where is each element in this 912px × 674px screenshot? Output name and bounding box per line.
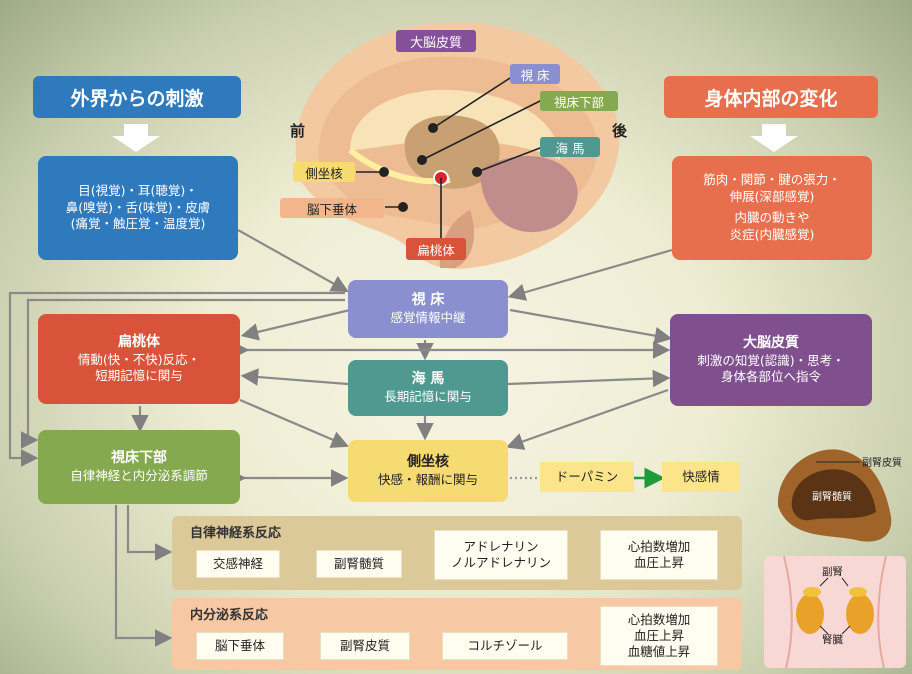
internal-line-2: 伸展(深部感覚) [729,189,815,205]
hippocampus-desc: 長期記憶に関与 [384,389,472,404]
cortex-node: 大脳皮質 刺激の知覚(認識)・思考・ 身体各部位へ指令 [670,314,872,406]
adrenaline-label: アドレナリン [463,538,539,554]
endocrine-result-box: 心拍数増加 血圧上昇 血糖値上昇 [600,606,718,666]
external-line-2: 鼻(嗅覚)・舌(味覚)・皮膚 [65,199,211,215]
amygdala-title: 扁桃体 [118,333,160,350]
hypothalamus-node: 視床下部 自律神経と内分泌系調節 [38,430,240,504]
adrenal-medulla-label: 副腎髄質 [812,492,852,503]
amygdala-node: 扁桃体 情動(快・不快)反応・ 短期記憶に関与 [38,314,240,404]
accumbens-title: 側坐核 [407,454,449,471]
cortex-desc-1: 刺激の知覚(認識)・思考・ [697,352,845,368]
external-stimulus-box: 目(視覚)・耳(聴覚)・ 鼻(嗅覚)・舌(味覚)・皮膚 (痛覚・触圧覚・温度覚) [38,156,238,260]
autonomic-result-1: 心拍数増加 [627,538,691,554]
autonomic-result-2: 血圧上昇 [633,555,684,570]
internal-line-4: 炎症(内臓感覚) [729,226,815,242]
thalamus-desc: 感覚情報中継 [390,310,466,325]
brain-front-label: 前 [290,122,306,140]
brain-label-hippocampus: 海 馬 [540,137,600,157]
internal-change-header: 身体内部の変化 [664,76,878,118]
kidney-label: 腎臓 [822,634,843,646]
endocrine-result-2: 血圧上昇 [633,627,684,643]
down-arrow-left [112,124,160,152]
adrenal-cortex-box: 副腎皮質 [320,632,410,660]
external-stimulus-header: 外界からの刺激 [33,76,241,118]
pituitary-box: 脳下垂体 [196,632,284,660]
sympathetic-box: 交感神経 [196,550,280,578]
dopamine-box: ドーパミン [540,462,634,492]
hypothalamus-desc: 自律神経と内分泌系調節 [70,468,208,483]
pleasure-box: 快感情 [662,462,740,492]
brain-label-thalamus: 視 床 [510,64,560,84]
brain-label-cortex: 大脳皮質 [396,30,476,52]
brain-label-hypothalamus: 視床下部 [540,91,618,111]
brain-label-amygdala: 扁桃体 [406,238,466,260]
brain-back-label: 後 [612,122,628,140]
internal-change-box: 筋肉・関節・腱の張力・ 伸展(深部感覚) 内臓の動きや 炎症(内臓感覚) [672,156,872,260]
adrenal-medulla-box: 副腎髄質 [316,550,402,578]
external-line-3: (痛覚・触圧覚・温度覚) [70,216,206,232]
endocrine-result-1: 心拍数増加 [627,611,691,627]
endocrine-result-3: 血糖値上昇 [627,644,691,660]
thalamus-title: 視 床 [411,292,445,309]
body-illustration: 副腎 腎臓 [764,556,906,668]
brain-label-pituitary: 脳下垂体 [280,198,384,218]
hippocampus-node: 海 馬 長期記憶に関与 [348,360,508,416]
thalamus-node: 視 床 感覚情報中継 [348,280,508,338]
internal-line-1: 筋肉・関節・腱の張力・ [703,172,841,188]
catecholamine-box: アドレナリン ノルアドレナリン [434,530,568,580]
accumbens-desc: 快感・報酬に関与 [377,472,478,487]
autonomic-result-box: 心拍数増加 血圧上昇 [600,530,718,580]
internal-line-3: 内臓の動きや [734,210,810,225]
adrenal-cortex-label: 副腎皮質 [862,458,902,469]
adrenal-body-label: 副腎 [822,566,843,578]
noradrenaline-label: ノルアドレナリン [450,555,551,570]
autonomic-title: 自律神経系反応 [190,526,282,541]
down-arrow-right [750,124,798,152]
amygdala-desc-1: 情動(快・不快)反応・ [77,351,201,367]
amygdala-desc-2: 短期記憶に関与 [95,368,183,384]
accumbens-node: 側坐核 快感・報酬に関与 [348,440,508,502]
brain-label-accumbens: 側坐核 [293,162,355,182]
cortex-title: 大脳皮質 [743,334,799,351]
endocrine-title: 内分泌系反応 [190,608,269,623]
cortisol-box: コルチゾール [442,632,568,660]
hypothalamus-title: 視床下部 [111,450,167,467]
cortex-desc-2: 身体各部位へ指令 [720,369,821,385]
external-line-1: 目(視覚)・耳(聴覚)・ [78,182,198,198]
hippocampus-title: 海 馬 [411,371,445,388]
